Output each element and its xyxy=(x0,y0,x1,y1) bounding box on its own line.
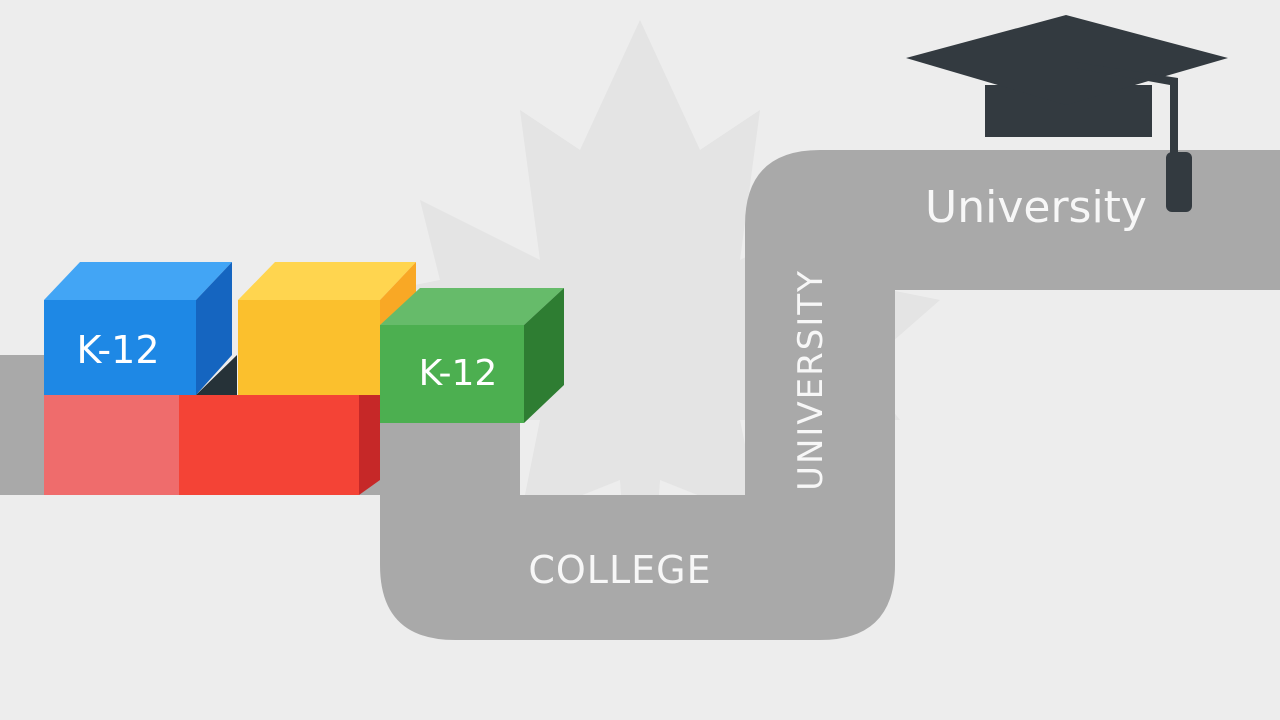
college-label: COLLEGE xyxy=(528,548,711,592)
vertical-university-label: UNIVERSITY xyxy=(791,269,831,491)
blue-block-label: K-12 xyxy=(77,328,160,372)
graduation-cap-icon xyxy=(906,15,1228,212)
university-label: University xyxy=(925,182,1147,233)
maple-leaf-icon xyxy=(340,20,940,620)
red-block xyxy=(44,385,380,495)
green-block-label: K-12 xyxy=(419,353,498,394)
blue-block: K-12 xyxy=(44,262,237,395)
green-block: K-12 xyxy=(380,288,564,423)
